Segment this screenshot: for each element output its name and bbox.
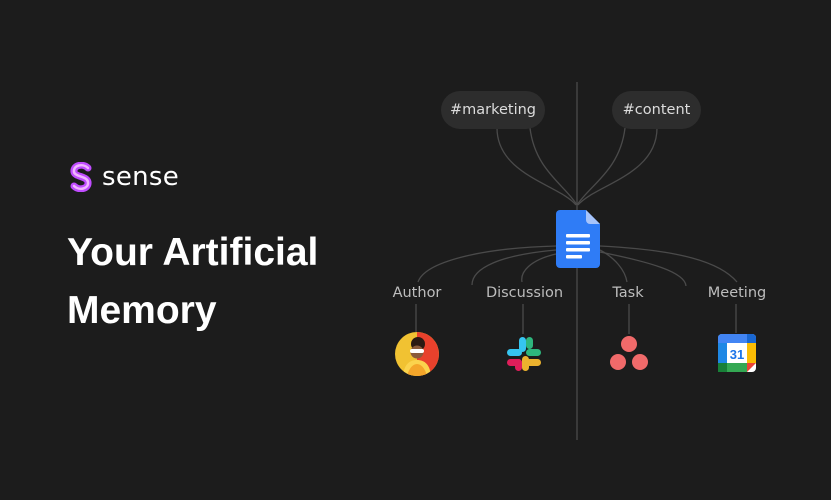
label-meeting: Meeting <box>707 285 767 301</box>
label-author: Author <box>392 285 442 301</box>
wire-content-2 <box>576 127 626 206</box>
wire-marketing-2 <box>529 127 578 206</box>
wire-marketing-1 <box>496 127 577 206</box>
wire-author-2 <box>471 249 557 286</box>
title-line-1: Your Artificial <box>67 231 319 274</box>
label-discussion: Discussion <box>485 285 564 301</box>
slack-icon <box>505 335 543 377</box>
tag-marketing: #marketing <box>441 91 545 129</box>
google-docs-icon <box>556 210 600 272</box>
tag-content: #content <box>612 91 701 129</box>
brand-name: sense <box>102 162 180 192</box>
author-avatar-icon <box>395 332 439 380</box>
wire-author <box>417 245 557 283</box>
wire-content-1 <box>577 127 658 206</box>
page-title: Your Artificial Memory <box>67 224 387 340</box>
wire-meeting <box>599 245 738 283</box>
wire-discussion <box>521 253 557 283</box>
asana-icon <box>609 335 649 377</box>
title-line-2: Memory <box>67 289 217 332</box>
google-calendar-icon: 31 <box>718 334 756 376</box>
wire-meeting-2 <box>599 251 687 287</box>
brand-logo: sense <box>68 162 179 192</box>
calendar-day-number: 31 <box>730 347 744 362</box>
sense-logo-icon <box>70 162 92 192</box>
label-task: Task <box>612 285 644 301</box>
